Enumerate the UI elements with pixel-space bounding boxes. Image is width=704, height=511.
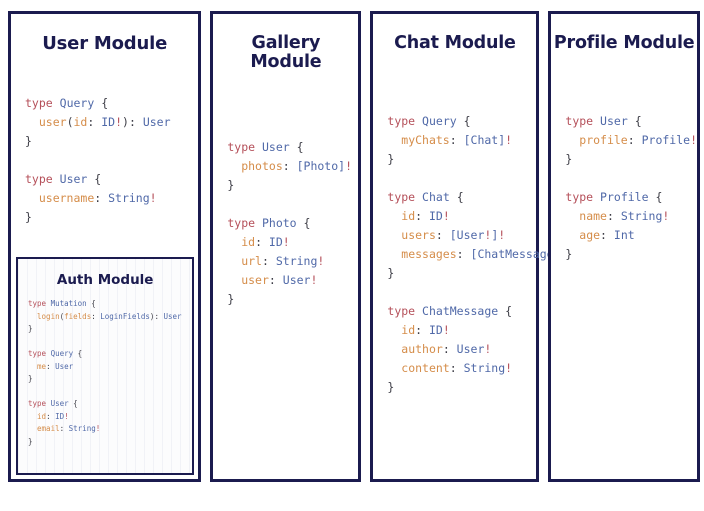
module-title-auth: Auth Module: [56, 272, 154, 288]
module-card-auth[interactable]: Auth Module type Mutation { login(fields…: [16, 257, 195, 475]
module-title-gallery: Gallery Module: [250, 33, 322, 73]
module-card-gallery[interactable]: Gallery Module type User { photos: [Phot…: [210, 11, 362, 482]
spacer: [373, 93, 536, 112]
module-title-profile: Profile Module: [553, 33, 695, 53]
code-area-profile: type User { profile: Profile!} type Prof…: [551, 112, 697, 479]
schema-code-chat: type Query { myChats: [Chat]!} type Chat…: [387, 114, 567, 395]
schema-code-profile: type User { profile: Profile!} type Prof…: [565, 114, 697, 262]
spacer: [213, 113, 358, 138]
schema-code-auth: type Mutation { login(fields: LoginField…: [28, 299, 182, 446]
code-area-gallery: type User { photos: [Photo]!} type Photo…: [213, 138, 358, 480]
spacer: [11, 54, 198, 94]
spacer: [373, 53, 536, 93]
module-title-user: User Module: [42, 33, 168, 54]
schema-code-user: type Query { user(id: ID!): User} type U…: [25, 95, 171, 224]
spacer: [213, 73, 358, 113]
spacer: [551, 53, 697, 93]
spacer: [551, 93, 697, 112]
schema-code-gallery: type User { photos: [Photo]!} type Photo…: [227, 139, 353, 306]
module-card-user[interactable]: User Module type Query { user(id: ID!): …: [8, 11, 202, 482]
module-title-chat: Chat Module: [394, 33, 516, 53]
module-card-chat[interactable]: Chat Module type Query { myChats: [Chat]…: [370, 11, 567, 482]
module-card-profile[interactable]: Profile Module type User { profile: Prof…: [548, 11, 700, 482]
code-area-user: type Query { user(id: ID!): User} type U…: [11, 94, 198, 253]
code-area-chat: type Query { myChats: [Chat]!} type Chat…: [373, 112, 567, 479]
